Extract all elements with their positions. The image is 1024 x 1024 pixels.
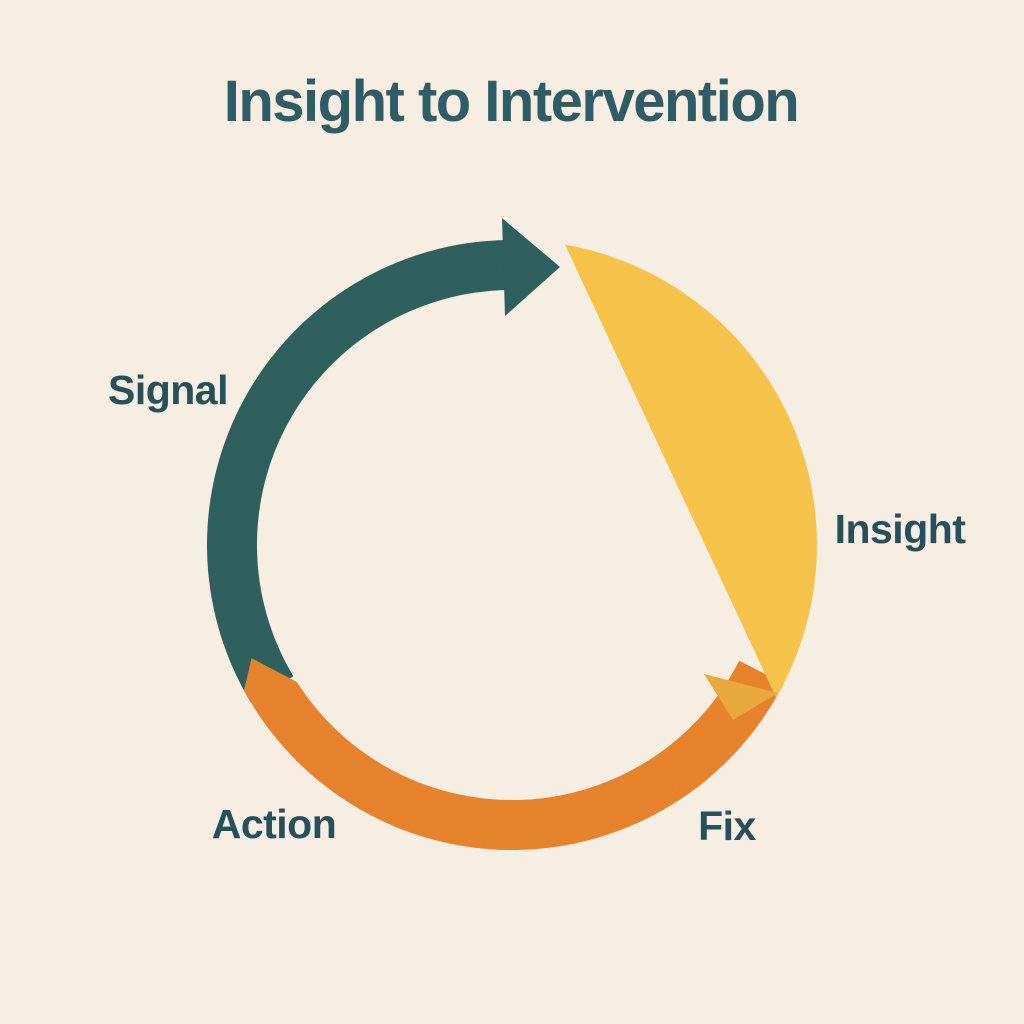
label-insight: Insight bbox=[835, 506, 967, 552]
page-title: Insight to Intervention bbox=[224, 69, 798, 134]
label-signal: Signal bbox=[108, 367, 228, 413]
segment-action-arc bbox=[244, 658, 784, 851]
segment-insight-arc bbox=[565, 244, 817, 698]
signal-arrowhead-icon bbox=[502, 218, 560, 316]
label-fix: Fix bbox=[698, 803, 756, 849]
label-action: Action bbox=[212, 801, 337, 847]
segment-signal-arc bbox=[207, 240, 508, 703]
insight-arc-tip bbox=[704, 674, 778, 720]
